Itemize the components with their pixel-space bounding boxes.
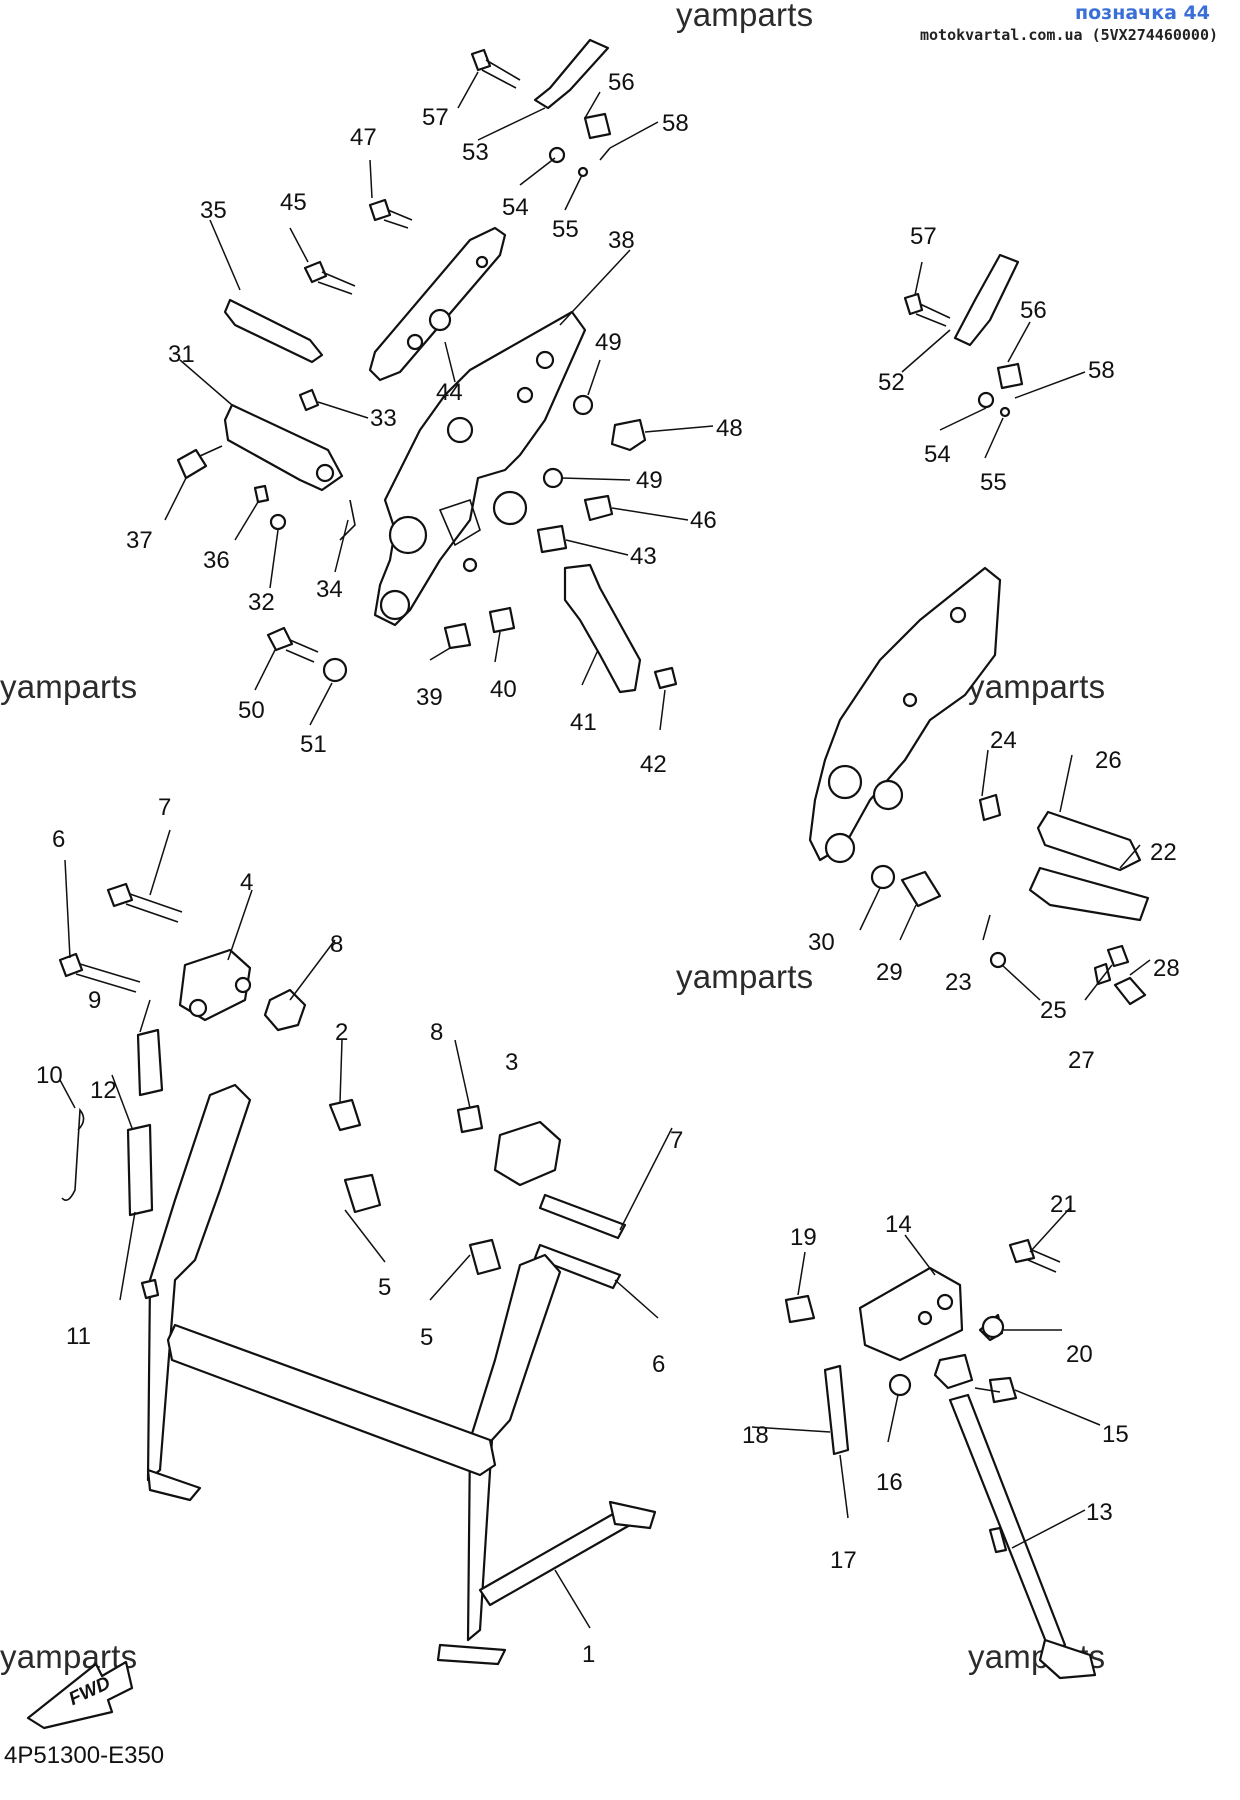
callout-8: 8 [430, 1019, 443, 1046]
callout-53: 53 [462, 139, 489, 166]
callout-7: 7 [158, 794, 171, 821]
callout-41: 41 [570, 709, 597, 736]
callout-12: 12 [90, 1077, 117, 1104]
callout-7: 7 [670, 1127, 683, 1154]
callout-56: 56 [1020, 297, 1047, 324]
callout-37: 37 [126, 527, 153, 554]
callout-55: 55 [980, 469, 1007, 496]
callout-9: 9 [88, 987, 101, 1014]
callout-42: 42 [640, 751, 667, 778]
callout-8: 8 [330, 931, 343, 958]
source-label: motokvartal.com.ua (5VX274460000) [919, 26, 1218, 44]
callout-24: 24 [990, 727, 1017, 754]
rider-footrest-bracket [176, 38, 678, 694]
callout-52: 52 [878, 369, 905, 396]
callout-46: 46 [690, 507, 717, 534]
watermark: yamparts [676, 0, 814, 33]
callout-44: 44 [436, 379, 463, 406]
callout-51: 51 [300, 731, 327, 758]
callout-21: 21 [1050, 1191, 1077, 1218]
callout-22: 22 [1150, 839, 1177, 866]
passenger-footrest-bracket [808, 253, 1150, 1006]
reference-tag: позначка 44 [1075, 2, 1210, 24]
callout-20: 20 [1066, 1341, 1093, 1368]
callout-29: 29 [876, 959, 903, 986]
callout-13: 13 [1086, 1499, 1113, 1526]
callout-47: 47 [350, 124, 377, 151]
callout-50: 50 [238, 697, 265, 724]
callout-43: 43 [630, 543, 657, 570]
callout-25: 25 [1040, 997, 1067, 1024]
callout-49: 49 [595, 329, 622, 356]
main-stand [58, 882, 657, 1666]
callout-34: 34 [316, 576, 343, 603]
callout-57: 57 [422, 104, 449, 131]
callout-30: 30 [808, 929, 835, 956]
callout-6: 6 [52, 826, 65, 853]
callout-28: 28 [1153, 955, 1180, 982]
callout-2: 2 [335, 1019, 348, 1046]
callout-11: 11 [66, 1323, 91, 1350]
forward-arrow-icon: FWD [26, 1660, 134, 1730]
callout-16: 16 [876, 1469, 903, 1496]
callout-45: 45 [280, 189, 307, 216]
callout-18: 18 [742, 1422, 769, 1449]
callout-15: 15 [1102, 1421, 1129, 1448]
callout-36: 36 [203, 547, 230, 574]
callout-27: 27 [1068, 1047, 1095, 1074]
callout-58: 58 [662, 110, 689, 137]
callout-10: 10 [36, 1062, 63, 1089]
callout-54: 54 [502, 194, 529, 221]
callout-48: 48 [716, 415, 743, 442]
callout-38: 38 [608, 227, 635, 254]
callout-1: 1 [582, 1641, 595, 1668]
callout-17: 17 [830, 1547, 857, 1574]
diagram-code: 4P51300-E350 [4, 1742, 165, 1769]
callout-23: 23 [945, 969, 972, 996]
callout-3: 3 [505, 1049, 518, 1076]
callout-5: 5 [420, 1324, 433, 1351]
callout-19: 19 [790, 1224, 817, 1251]
leader-lines [59, 71, 1151, 1629]
watermark: yamparts [0, 668, 138, 705]
callout-33: 33 [370, 405, 397, 432]
callout-6: 6 [652, 1351, 665, 1378]
callout-labels: 57 53 56 58 54 55 47 45 35 38 49 44 31 3… [36, 69, 1180, 1668]
callout-56: 56 [608, 69, 635, 96]
callout-4: 4 [240, 869, 253, 896]
callout-40: 40 [490, 676, 517, 703]
callout-31: 31 [168, 341, 195, 368]
callout-39: 39 [416, 684, 443, 711]
watermark: yamparts [676, 958, 814, 995]
callout-26: 26 [1095, 747, 1122, 774]
callout-58: 58 [1088, 357, 1115, 384]
callout-55: 55 [552, 216, 579, 243]
callout-32: 32 [248, 589, 275, 616]
side-stand [784, 1238, 1097, 1680]
watermark: yamparts [968, 668, 1106, 705]
callout-14: 14 [885, 1211, 912, 1238]
callout-57: 57 [910, 223, 937, 250]
callout-5: 5 [378, 1274, 391, 1301]
callout-49: 49 [636, 467, 663, 494]
callout-54: 54 [924, 441, 951, 468]
callout-35: 35 [200, 197, 227, 224]
